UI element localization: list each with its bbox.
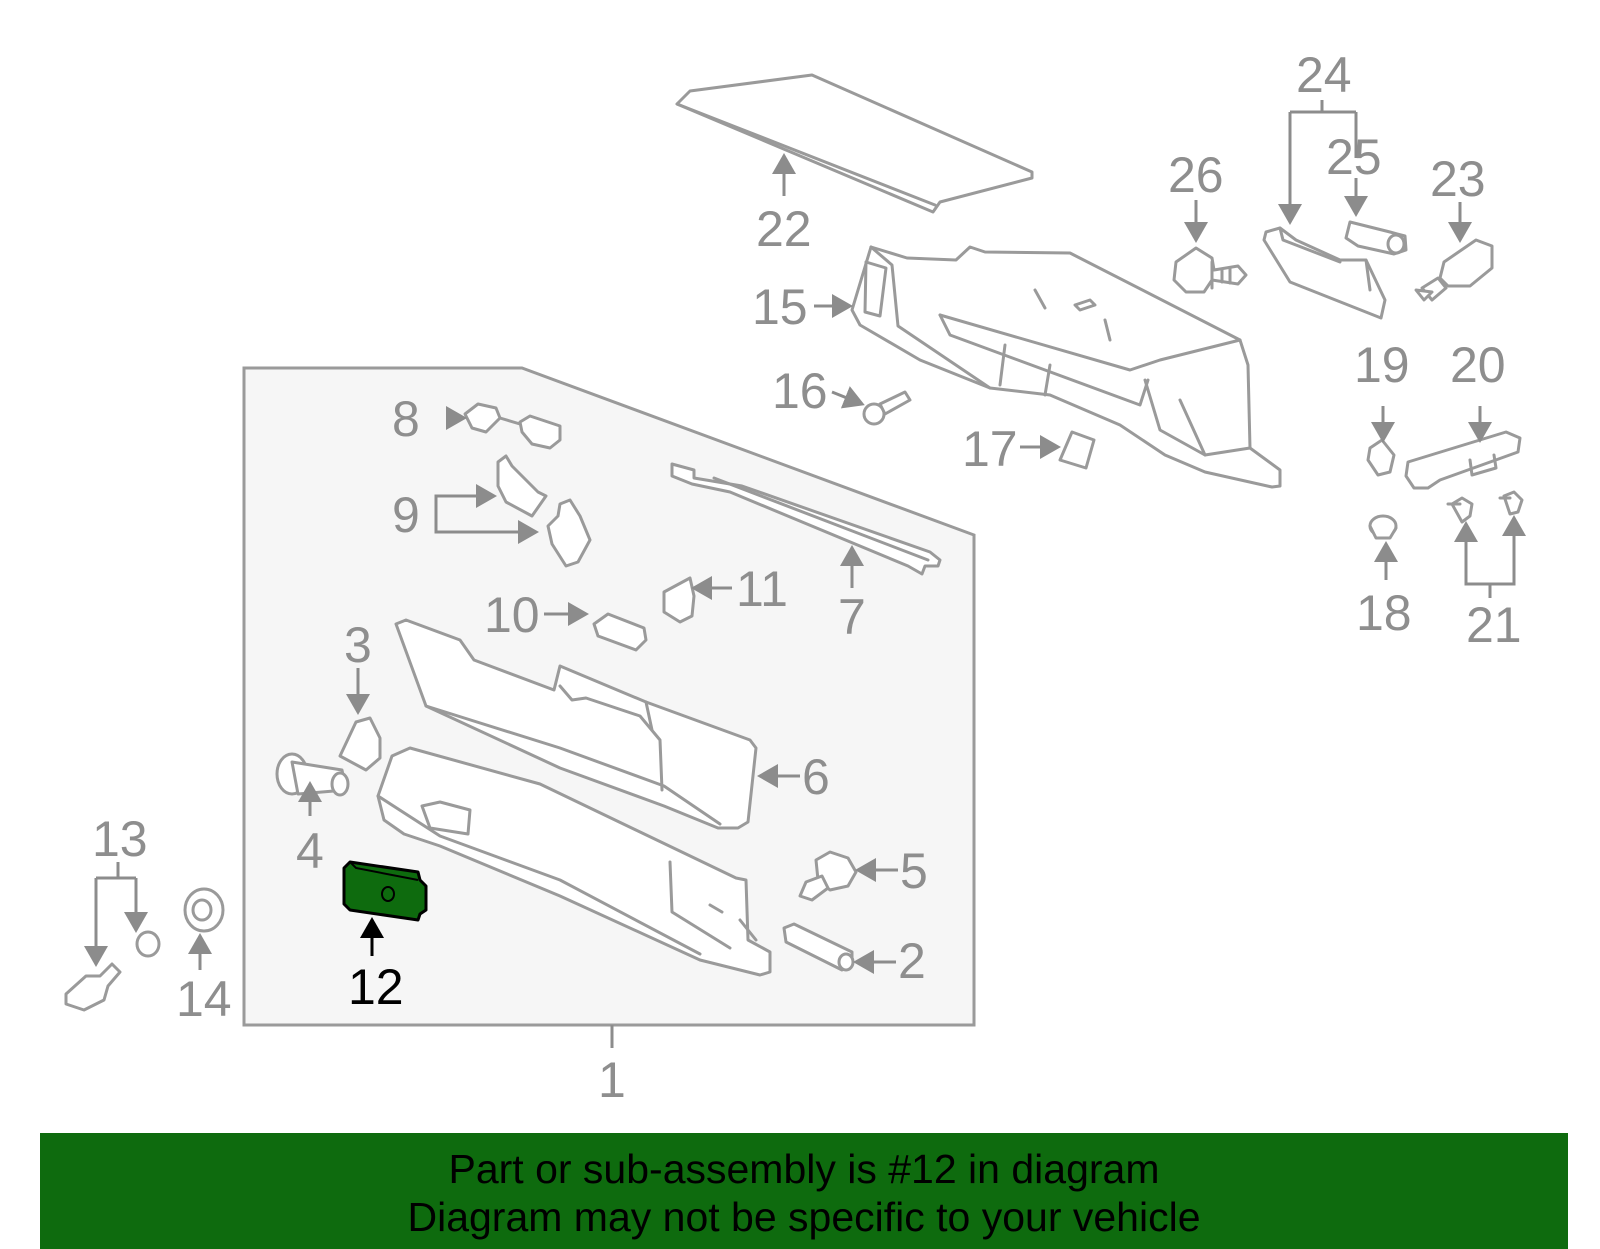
callout-24: 24 (1296, 47, 1352, 103)
callout-18: 18 (1356, 585, 1412, 641)
part-26-clip[interactable] (1172, 246, 1248, 294)
part-23-damper[interactable] (1414, 238, 1494, 302)
callout-13: 13 (92, 811, 148, 867)
part-5-bolt[interactable] (798, 850, 858, 902)
part-21-clips[interactable] (1446, 490, 1524, 524)
callout-4: 4 (296, 823, 324, 879)
callout-23: 23 (1430, 151, 1486, 207)
part-7-rail[interactable] (670, 462, 942, 576)
info-banner: Part or sub-assembly is #12 in diagram D… (40, 1133, 1568, 1249)
callout-6: 6 (802, 749, 830, 805)
part-16-bolt[interactable] (862, 390, 912, 426)
callout-2: 2 (898, 933, 926, 989)
part-24-bracket[interactable] (1262, 226, 1387, 320)
callout-26: 26 (1168, 147, 1224, 203)
callout-16: 16 (772, 363, 828, 419)
part-18-grommet[interactable] (1368, 514, 1398, 540)
callout-3: 3 (344, 617, 372, 673)
banner-line-1: Part or sub-assembly is #12 in diagram (448, 1146, 1160, 1192)
part-9-hinge[interactable] (496, 454, 592, 568)
callout-8: 8 (392, 391, 420, 447)
part-17-pad[interactable] (1058, 430, 1096, 470)
part-25-bumper[interactable] (1344, 220, 1408, 256)
callout-12: 12 (348, 959, 404, 1015)
part-20-rail[interactable] (1404, 430, 1522, 490)
callout-19: 19 (1354, 337, 1410, 393)
part-14-grommet[interactable] (183, 887, 225, 933)
callout-11: 11 (736, 561, 788, 617)
callout-14: 14 (176, 971, 232, 1027)
part-22-shelf[interactable] (675, 73, 1034, 214)
leader-lines (84, 100, 1526, 1048)
banner-line-2: Diagram may not be specific to your vehi… (407, 1194, 1201, 1240)
part-15-housing[interactable] (850, 245, 1282, 489)
part-19-clip[interactable] (1366, 438, 1396, 477)
callout-20: 20 (1450, 337, 1506, 393)
callout-5: 5 (900, 843, 928, 899)
part-6-inner-lid[interactable] (394, 618, 758, 830)
part-11-clip[interactable] (662, 576, 696, 624)
callout-21: 21 (1466, 597, 1522, 653)
part-1-door[interactable] (376, 746, 772, 977)
part-10-striker[interactable] (592, 612, 648, 652)
callout-15: 15 (752, 279, 808, 335)
callout-25: 25 (1326, 129, 1382, 185)
part-13-clip[interactable] (64, 930, 161, 1012)
part-3-bumper[interactable] (338, 716, 382, 772)
callout-10: 10 (484, 587, 540, 643)
callout-22: 22 (756, 201, 812, 257)
part-8-latch[interactable] (463, 402, 562, 450)
callout-17: 17 (962, 421, 1018, 477)
part-12-highlighted[interactable] (342, 860, 428, 922)
callout-9: 9 (392, 487, 420, 543)
callout-labels: 1 2 3 4 5 6 7 8 9 10 11 12 13 14 15 16 1… (92, 47, 1522, 1108)
callout-7: 7 (838, 589, 866, 645)
callout-1: 1 (598, 1052, 626, 1108)
